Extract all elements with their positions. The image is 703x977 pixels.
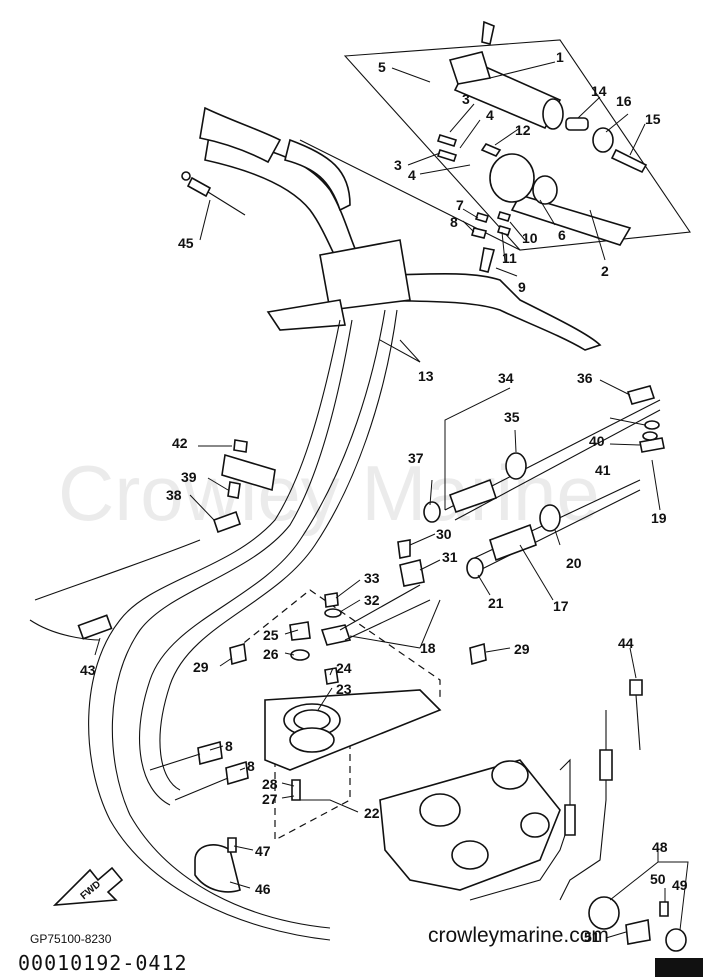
callout-46: 46: [255, 881, 271, 897]
callout-4: 4: [486, 107, 494, 123]
callout-9: 9: [518, 279, 526, 295]
callout-51: 51: [584, 929, 600, 945]
callout-31: 31: [442, 549, 458, 565]
callout-47: 47: [255, 843, 271, 859]
callout-29: 29: [193, 659, 209, 675]
callout-43: 43: [80, 662, 96, 678]
callout-25: 25: [263, 627, 279, 643]
callout-39: 39: [181, 469, 197, 485]
corner-tab: [655, 958, 703, 977]
callout-42: 42: [172, 435, 188, 451]
callout-22: 22: [364, 805, 380, 821]
callout-44: 44: [618, 635, 634, 651]
callout-6: 6: [558, 227, 566, 243]
callout-4: 4: [408, 167, 416, 183]
callout-8: 8: [247, 758, 255, 774]
shift-cable-assemblies: [320, 385, 665, 646]
callout-23: 23: [336, 681, 352, 697]
callout-10: 10: [522, 230, 538, 246]
diagram-code: GP75100-8230: [30, 932, 112, 946]
callout-17: 17: [553, 598, 569, 614]
callout-32: 32: [364, 592, 380, 608]
pulley-bracket: [149, 589, 487, 841]
fwd-arrow-icon: FWD: [52, 866, 124, 906]
callout-14: 14: [591, 83, 607, 99]
callout-2: 2: [601, 263, 609, 279]
callout-16: 16: [616, 93, 632, 109]
callout-3: 3: [394, 157, 402, 173]
website-label: crowleymarine.com: [428, 924, 609, 947]
callout-45: 45: [178, 235, 194, 251]
callout-28: 28: [262, 776, 278, 792]
callout-35: 35: [504, 409, 520, 425]
callout-24: 24: [336, 660, 352, 676]
callout-33: 33: [364, 570, 380, 586]
callout-50: 50: [650, 871, 666, 887]
callout-26: 26: [263, 646, 279, 662]
callout-12: 12: [515, 122, 531, 138]
callout-36: 36: [577, 370, 593, 386]
callout-21: 21: [488, 595, 504, 611]
callout-7: 7: [456, 197, 464, 213]
callout-8: 8: [450, 214, 458, 230]
callout-34: 34: [498, 370, 514, 386]
callout-18: 18: [420, 640, 436, 656]
leader-lines: [94, 61, 689, 939]
callout-5: 5: [378, 59, 386, 75]
callout-3: 3: [462, 91, 470, 107]
callout-8: 8: [225, 738, 233, 754]
callout-30: 30: [436, 526, 452, 542]
callout-40: 40: [589, 433, 605, 449]
doc-number: 00010192-0412: [18, 951, 188, 975]
intake-manifold: [194, 679, 687, 952]
callout-48: 48: [652, 839, 668, 855]
callout-27: 27: [262, 791, 278, 807]
callout-41: 41: [595, 462, 611, 478]
callout-37: 37: [408, 450, 424, 466]
callout-20: 20: [566, 555, 582, 571]
throttle-cables: [29, 309, 398, 941]
callout-49: 49: [672, 877, 688, 893]
callout-labels: 1 2 3 3 4 4 5 6 7 8 9 10 11 12 13 14 15 …: [80, 49, 688, 945]
callout-11: 11: [502, 250, 517, 266]
callout-38: 38: [166, 487, 182, 503]
callout-13: 13: [418, 368, 434, 384]
callout-19: 19: [651, 510, 667, 526]
callout-29: 29: [514, 641, 530, 657]
callout-1: 1: [556, 49, 564, 65]
handlebar-assembly: [181, 20, 691, 351]
callout-15: 15: [645, 111, 661, 127]
